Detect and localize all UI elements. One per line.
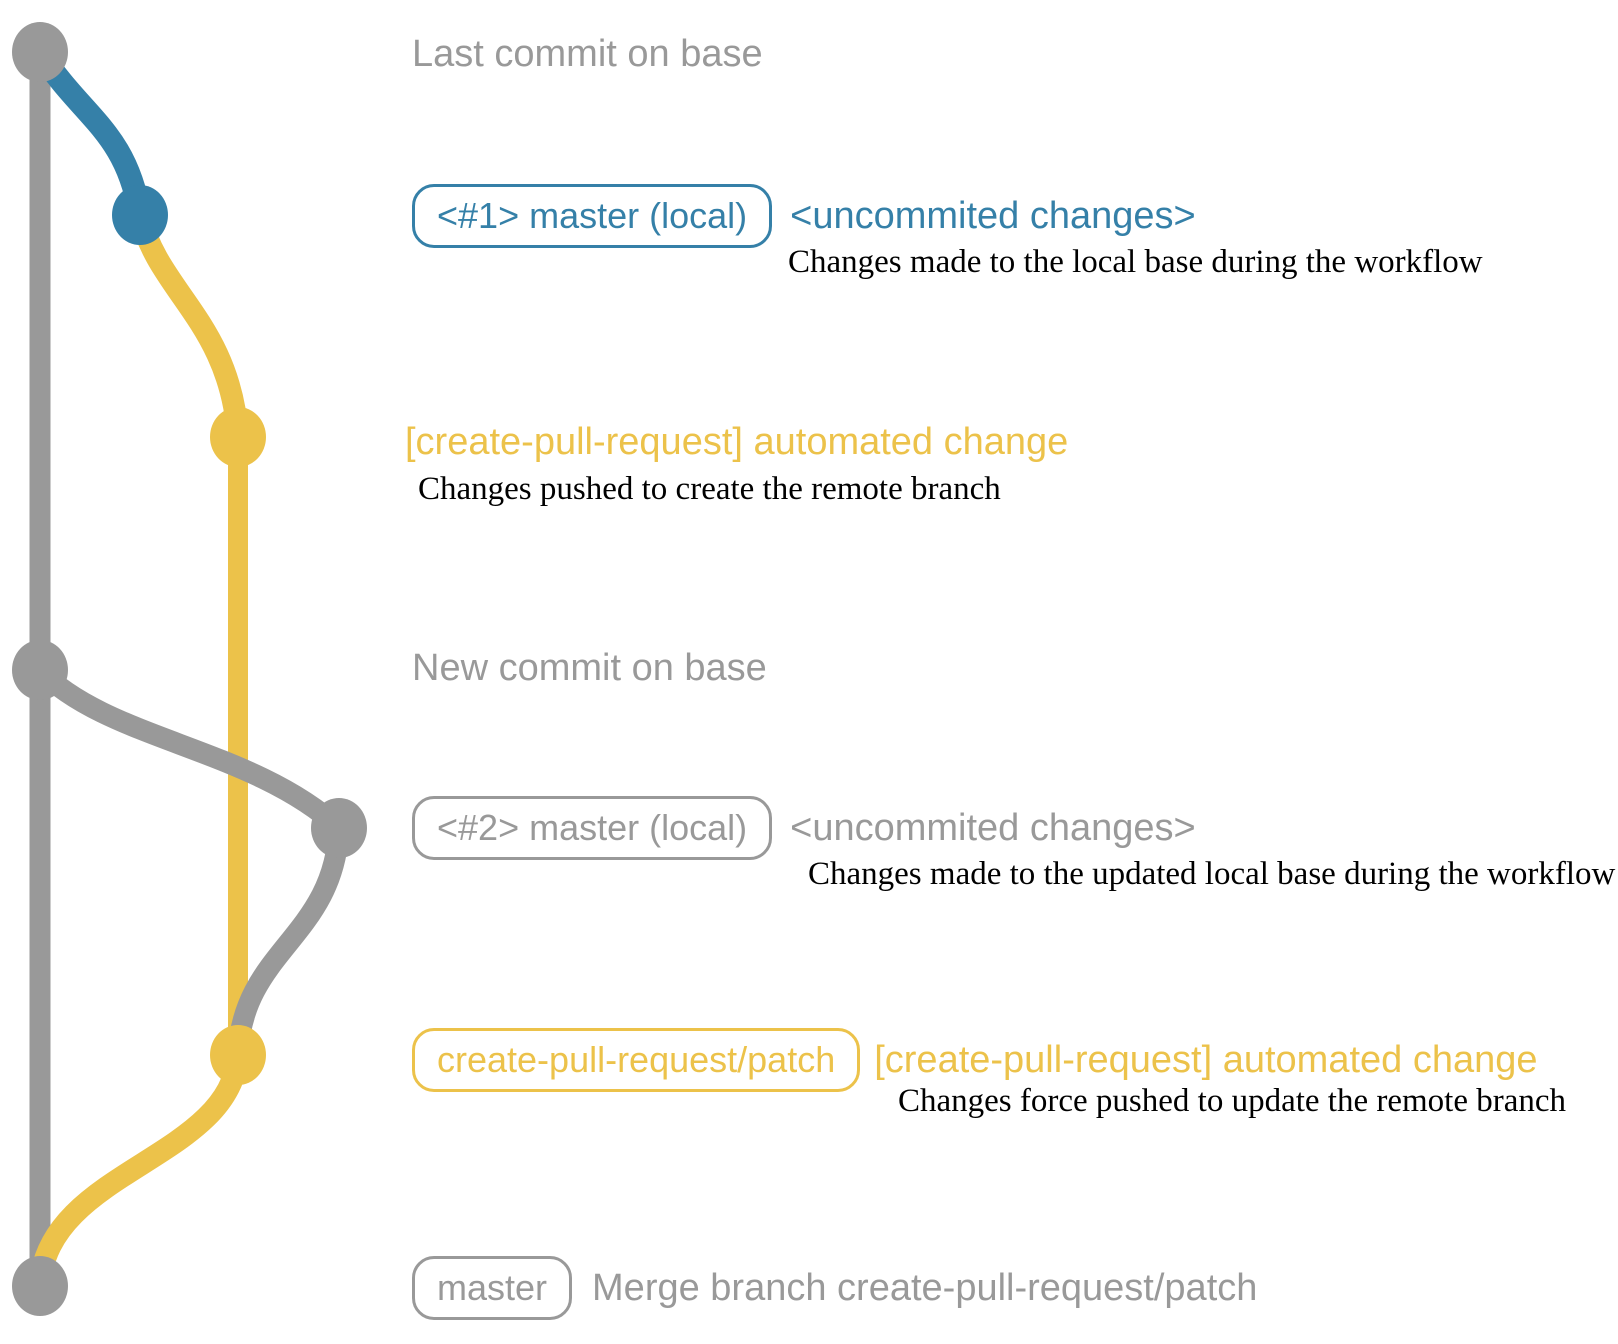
badge-master-local-2: <#2> master (local) (412, 796, 773, 860)
description-local-changes-2: Changes made to the updated local base d… (808, 856, 1616, 892)
label-last-commit-on-base: Last commit on base (412, 33, 763, 75)
label-new-commit-on-base: New commit on base (412, 647, 767, 689)
badge-master-local-1: <#1> master (local) (412, 184, 773, 248)
row-local-commit-2: <#2> master (local) <uncommited changes> (412, 795, 1196, 861)
row-merge: master Merge branch create-pull-request/… (412, 1255, 1257, 1321)
commit-dot-patch-2 (210, 1025, 266, 1085)
patch-branch-merge-curve (29, 1044, 249, 1297)
row-local-commit-1: <#1> master (local) <uncommited changes> (412, 183, 1196, 249)
commit-dot-patch-1 (210, 407, 266, 467)
commit-dot-local-2 (311, 798, 367, 858)
commit-dot-merge (12, 1256, 68, 1316)
description-force-push: Changes force pushed to update the remot… (898, 1083, 1567, 1119)
base-update-in-curve (227, 817, 350, 1066)
base-update-out-curve (29, 659, 350, 839)
description-local-changes-1: Changes made to the local base during th… (788, 244, 1483, 280)
annotation-uncommited-changes-1: <uncommited changes> (790, 195, 1196, 237)
commit-dot-last-base (12, 22, 68, 82)
badge-create-pull-request-patch: create-pull-request/patch (412, 1028, 861, 1092)
row-patch-branch: create-pull-request/patch [create-pull-r… (412, 1027, 1538, 1093)
label-automated-change-2: [create-pull-request] automated change (874, 1039, 1538, 1081)
badge-master: master (412, 1256, 573, 1320)
description-push-create: Changes pushed to create the remote bran… (418, 471, 1001, 507)
label-merge-branch: Merge branch create-pull-request/patch (592, 1267, 1258, 1309)
label-automated-change-1: [create-pull-request] automated change (405, 421, 1069, 463)
commit-dot-local-1 (112, 185, 168, 245)
annotation-uncommited-changes-2: <uncommited changes> (790, 807, 1196, 849)
patch-branch-top-curve (129, 204, 249, 448)
commit-dot-new-base (12, 640, 68, 700)
